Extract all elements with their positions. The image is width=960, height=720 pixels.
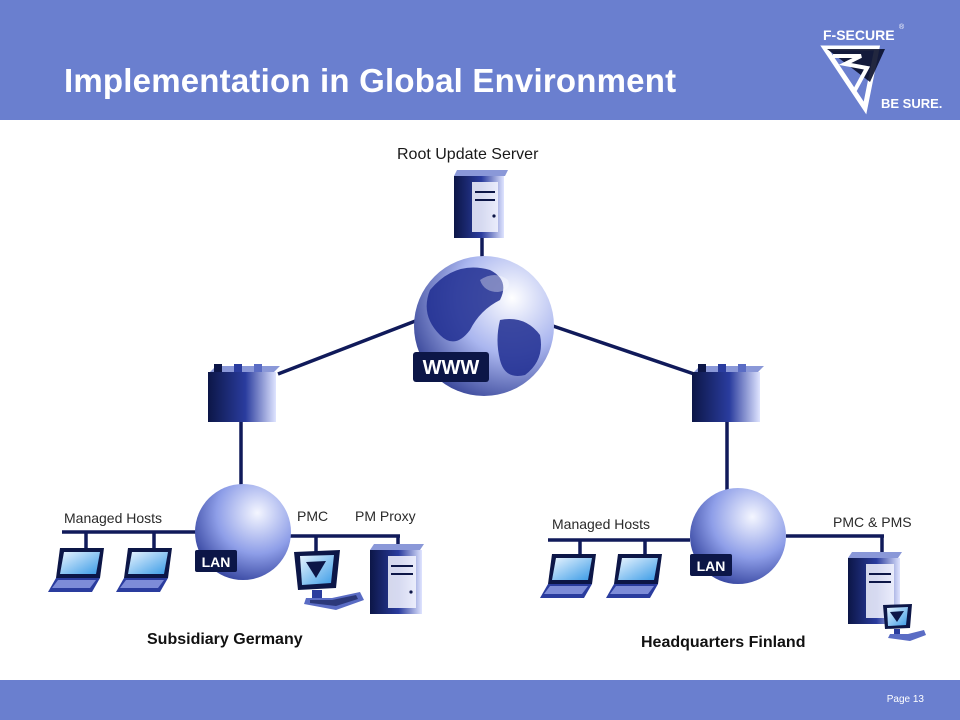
svg-text:LAN: LAN: [202, 554, 231, 570]
root-update-server-label: Root Update Server: [397, 146, 539, 163]
pm-proxy-server-icon: [370, 544, 424, 614]
network-links: [62, 238, 884, 556]
managed-hosts-label-germany: Managed Hosts: [64, 510, 163, 526]
lan-finland-icon: LAN: [690, 488, 786, 584]
svg-text:BE SURE.: BE SURE.: [881, 96, 942, 111]
laptop-icon: [48, 548, 104, 592]
network-diagram: WWW LAN LAN: [0, 120, 960, 680]
svg-text:®: ®: [899, 23, 905, 31]
pmc-workstation-icon: [294, 550, 364, 610]
site-name-germany: Subsidiary Germany: [147, 631, 303, 648]
link-internet-firewall-germany: [277, 318, 419, 376]
svg-text:LAN: LAN: [697, 558, 726, 574]
pmc-workstation-icon: [883, 604, 926, 641]
link-internet-firewall-finland: [549, 323, 701, 378]
managed-hosts-label-finland: Managed Hosts: [552, 516, 651, 532]
lan-germany-icon: LAN: [195, 484, 291, 580]
f-secure-logo: F-SECURE ® BE SURE.: [820, 23, 942, 115]
firewall-germany-icon: [208, 364, 280, 422]
pmc-label-germany: PMC: [297, 508, 329, 524]
root-update-server-icon: [454, 170, 508, 238]
svg-text:F-SECURE: F-SECURE: [823, 27, 895, 43]
site-name-finland: Headquarters Finland: [641, 634, 806, 651]
www-badge: WWW: [423, 357, 480, 379]
page-number: Page 13: [886, 694, 924, 705]
pmc-pms-label: PMC & PMS: [833, 514, 912, 530]
laptop-icon: [606, 554, 662, 598]
pm-proxy-label: PM Proxy: [355, 508, 416, 524]
firewall-finland-icon: [692, 364, 764, 422]
internet-globe-icon: WWW: [413, 256, 554, 396]
laptop-icon: [540, 554, 596, 598]
header-band: Implementation in Global Environment F-S…: [0, 0, 960, 120]
laptop-icon: [116, 548, 172, 592]
slide-title: Implementation in Global Environment: [64, 62, 677, 99]
footer-band: Page 13: [0, 680, 960, 720]
